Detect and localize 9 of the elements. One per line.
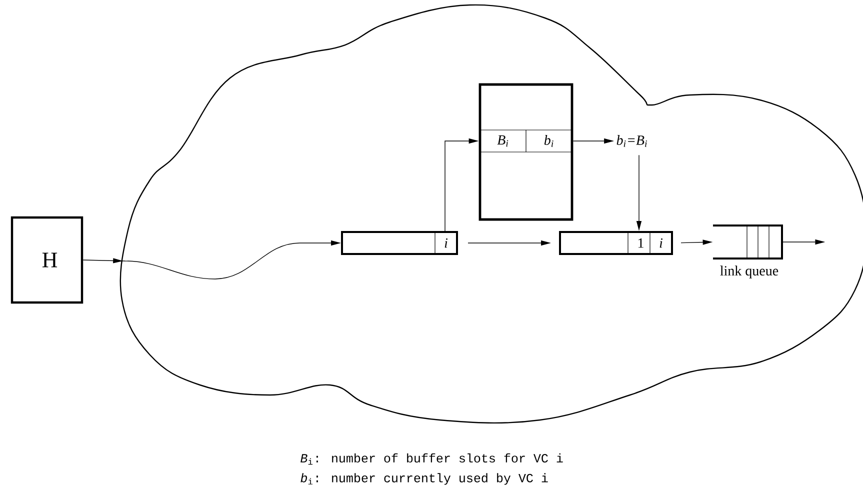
packet-box: 1 i [559, 231, 673, 255]
condition-text: b$_{i}$=B$_{i}$ [616, 135, 647, 147]
host-box: H [10, 216, 84, 304]
legend-note: B$_{i}$: number of buffer slots for VC i [300, 453, 563, 465]
link-queue: link queue [713, 224, 783, 278]
legend-note: b$_{i}$: number currently used by VC i [300, 473, 548, 485]
packet-box: i [341, 231, 458, 255]
network-cloud [120, 4, 863, 424]
buffer-table: B$_{i}$ b$_{i}$ [478, 83, 574, 221]
